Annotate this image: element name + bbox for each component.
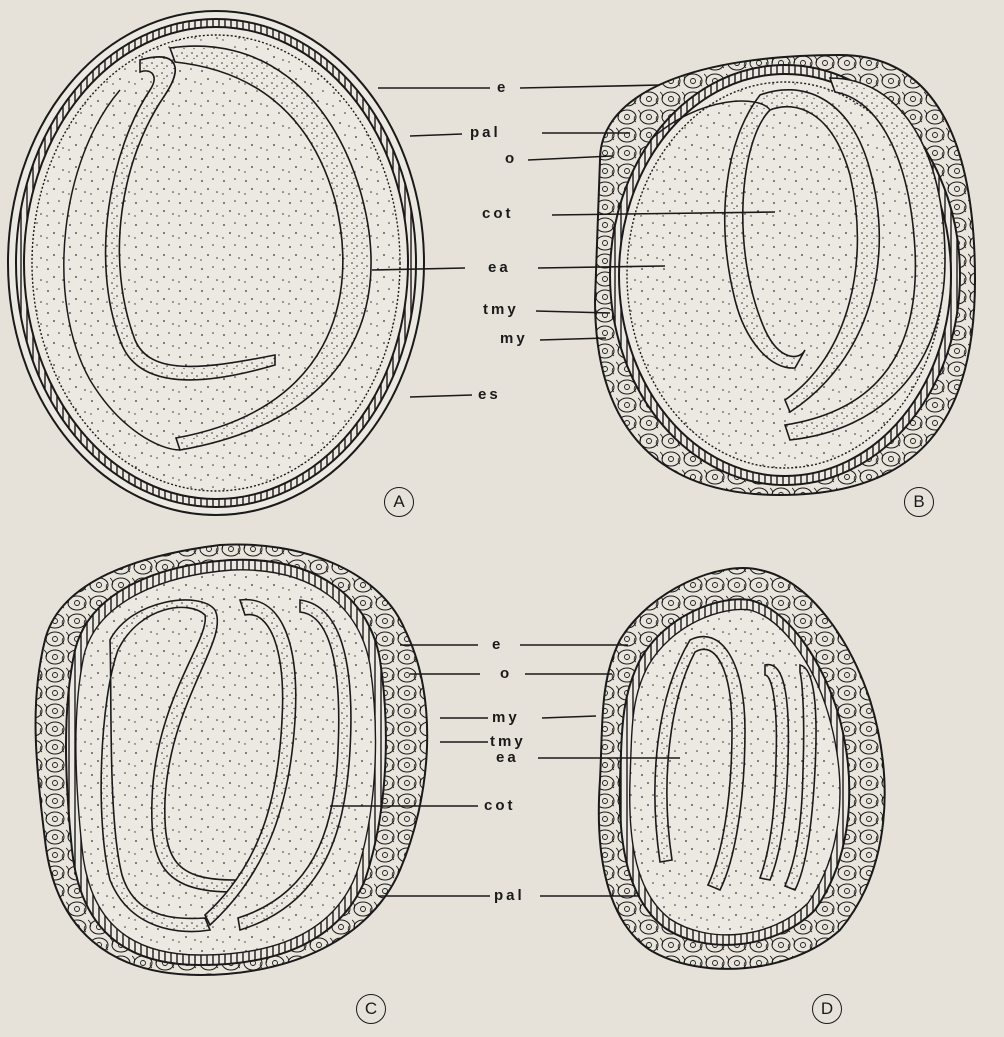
panel-letter-d: D bbox=[812, 994, 842, 1024]
label-o-top: o bbox=[505, 151, 517, 167]
panel-letter-a: A bbox=[384, 487, 414, 517]
label-pal-top: pal bbox=[470, 125, 501, 141]
label-e-bottom: e bbox=[492, 637, 503, 653]
label-cot-bottom: cot bbox=[484, 798, 516, 814]
panel-b-section bbox=[595, 55, 975, 495]
panel-a-section bbox=[8, 11, 424, 515]
label-my-top: my bbox=[500, 331, 528, 347]
label-tmy-top: tmy bbox=[483, 302, 519, 318]
panel-c-section bbox=[36, 544, 428, 975]
panel-letter-b: B bbox=[904, 487, 934, 517]
label-es-top: es bbox=[478, 387, 501, 403]
label-ea-bottom: ea bbox=[496, 750, 519, 766]
panel-letter-c: C bbox=[356, 994, 386, 1024]
panel-d-section bbox=[599, 568, 885, 969]
label-cot-top: cot bbox=[482, 206, 514, 222]
label-o-bottom: o bbox=[500, 666, 512, 682]
label-ea-top: ea bbox=[488, 260, 511, 276]
label-e-top: e bbox=[497, 80, 508, 96]
label-pal-bottom: pal bbox=[494, 888, 525, 904]
label-tmy-bottom: tmy bbox=[490, 734, 526, 750]
label-my-bottom: my bbox=[492, 710, 520, 726]
